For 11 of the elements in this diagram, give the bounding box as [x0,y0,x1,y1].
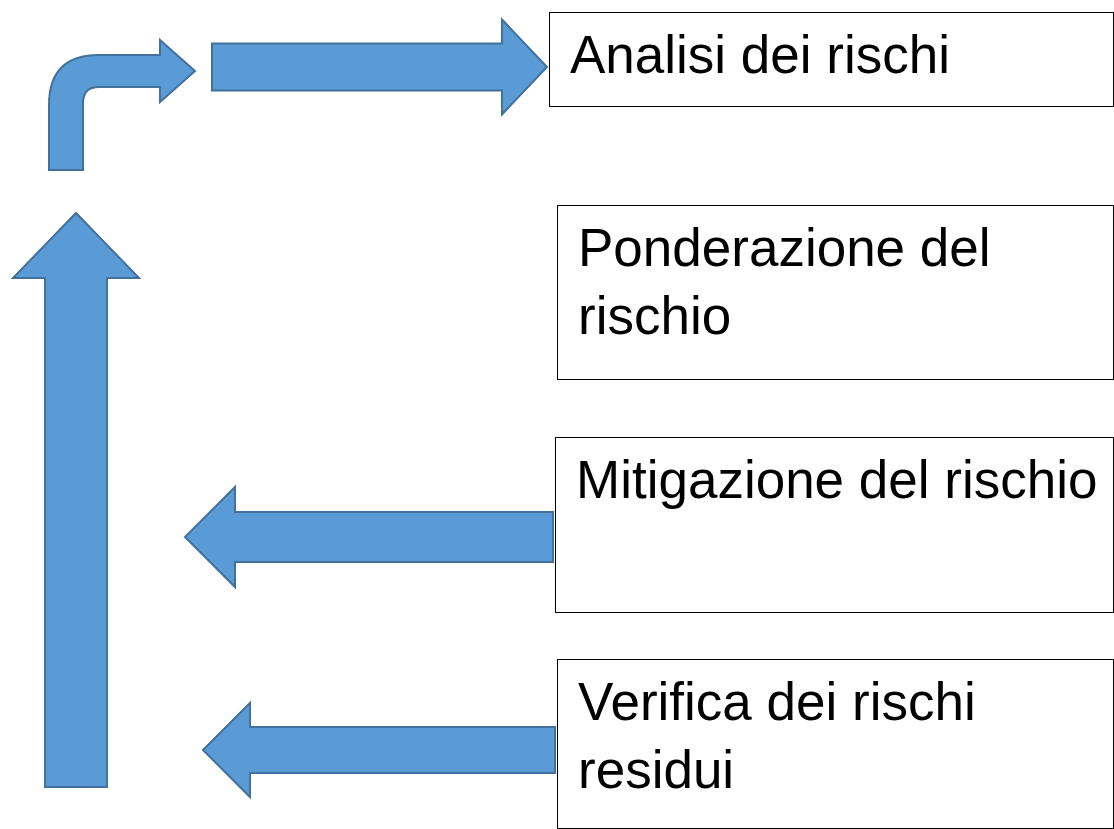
block-arrow [211,17,549,117]
process-box [557,205,1114,380]
process-box [555,437,1114,613]
step-label: Verifica dei rischi residui [578,671,977,801]
block-arrow [201,700,556,800]
block-arrow [183,484,554,590]
step-label: Mitigazione del rischio [576,449,1099,511]
step-label: Analisi dei rischi [570,24,951,86]
process-box [557,659,1114,829]
step-label: Ponderazione del rischio [578,217,992,347]
process-box [549,12,1114,107]
